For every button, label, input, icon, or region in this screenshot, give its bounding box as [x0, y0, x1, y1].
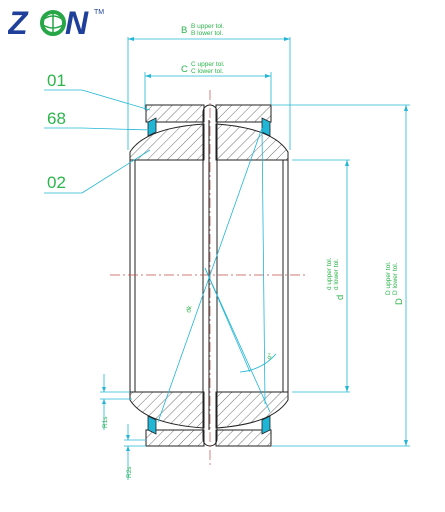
callout-68-label: 68 [47, 109, 66, 128]
dim-d-symbol: d [335, 295, 346, 300]
zen-logo-mark: Z N TM [7, 5, 104, 41]
callout-68: 68 [44, 109, 151, 131]
outer-ring-upper-left [145, 104, 205, 123]
dim-b-symbol: B [181, 25, 187, 36]
inner-ring-lower-right [215, 391, 289, 429]
dim-D-upper: D upper tol. [385, 261, 392, 295]
dim-c-symbol: C [181, 64, 188, 75]
logo-globe-lines [42, 12, 64, 34]
logo-letter-z: Z [8, 5, 29, 40]
dimension-c: C C upper tol. C lower tol. [144, 61, 272, 110]
callout-01: 01 [44, 71, 151, 111]
seal-lower-right [261, 415, 271, 435]
dim-d-upper: d upper tol. [326, 257, 333, 290]
dim-b-lower: B lower tol. [191, 30, 223, 37]
dim-d-lower: d lower tol. [333, 258, 340, 290]
logo-trademark: TM [94, 9, 104, 16]
dim-D-symbol: D [394, 298, 405, 305]
dim-c-upper: C upper tol. [191, 61, 225, 68]
outer-ring-lower-right [215, 429, 272, 447]
dimension-b: B B upper tol. B lower tol. [127, 23, 291, 150]
zen-logo: Z N TM [7, 4, 108, 41]
dim-c-lower: C lower tol. [191, 68, 224, 75]
dim-b-upper: B upper tol. [191, 23, 224, 30]
dim-dk-label: dk [185, 304, 194, 313]
logo-letter-n: N [65, 5, 89, 40]
dimension-r2s: R2s [124, 424, 146, 480]
dimension-d: d d upper tol. d lower tol. [292, 159, 350, 393]
inner-ring-upper-right [215, 123, 289, 161]
outer-ring-upper-right [215, 104, 272, 123]
callout-02: 02 [44, 149, 151, 194]
lower-section [129, 391, 289, 447]
callout-02-label: 02 [47, 173, 66, 192]
seal-upper-left [147, 117, 157, 137]
dimension-r1s: R1s [100, 374, 132, 430]
dim-D-lower: D lower tol. [392, 262, 399, 295]
dimension-dk: dk α° [157, 127, 277, 423]
outer-ring-lower-left [145, 429, 205, 447]
inner-ring-lower-left [129, 391, 205, 429]
dimension-D: D D upper tol. D lower tol. [272, 104, 410, 447]
dim-r1s-label: R1s [102, 416, 109, 428]
dim-r2s-label: R2s [126, 466, 133, 478]
alpha-arc [239, 353, 277, 373]
dim-alpha-label: α° [265, 351, 275, 361]
callout-01-label: 01 [47, 71, 66, 90]
seal-lower-left [147, 415, 157, 435]
